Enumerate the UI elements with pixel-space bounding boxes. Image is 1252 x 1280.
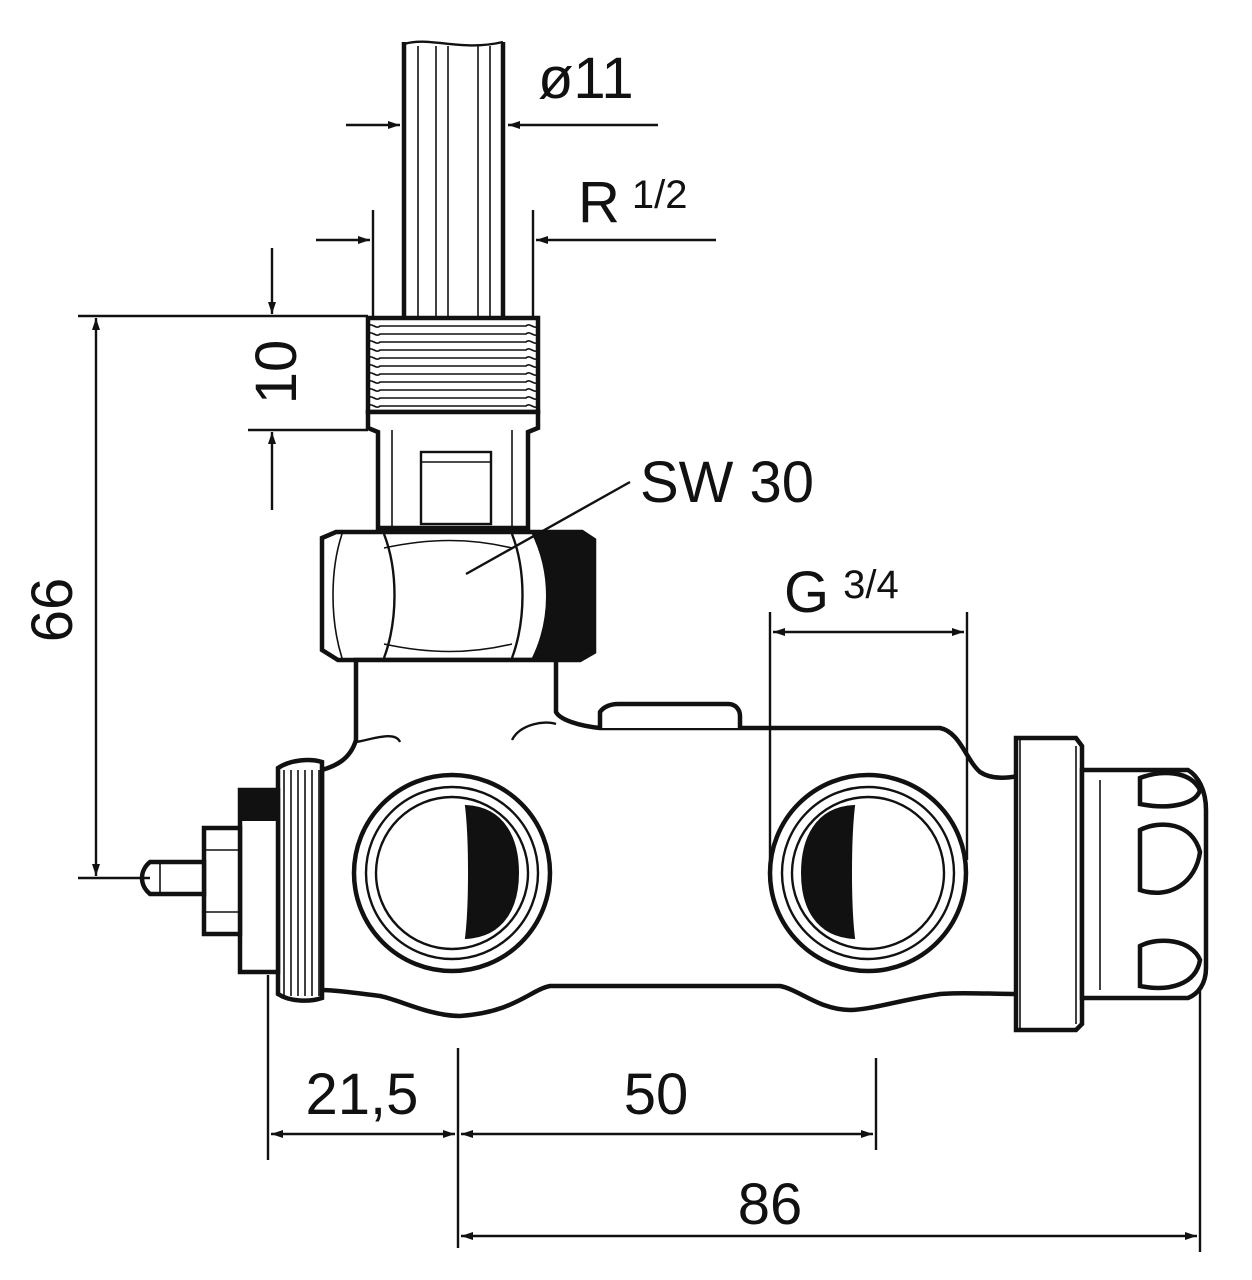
thread-line <box>367 404 539 408</box>
total-length-label: 86 <box>738 1172 803 1237</box>
right-port <box>767 772 969 974</box>
thread-r-fraction: 1/2 <box>632 173 688 217</box>
thread-length-label: 10 <box>244 340 309 405</box>
thread-line <box>367 364 539 368</box>
pipe-diameter-label: ø11 <box>538 46 634 111</box>
thread-line <box>367 356 539 360</box>
port-thread-fraction: 3/4 <box>843 563 899 607</box>
wrench-size-label: SW 30 <box>640 450 814 515</box>
hex-nut <box>319 529 597 663</box>
thread-line <box>367 388 539 392</box>
port-spacing-label: 50 <box>624 1062 689 1127</box>
right-union-nut <box>1013 735 1209 1033</box>
threaded-nipple <box>365 315 541 531</box>
dimension-lines <box>78 121 1202 1252</box>
thread-line <box>367 396 539 400</box>
thread-line <box>367 340 539 344</box>
thread-line <box>367 324 539 328</box>
valve-stem-left <box>139 757 325 1003</box>
thread-line <box>367 332 539 336</box>
pipe <box>401 40 506 318</box>
thread-line <box>367 380 539 384</box>
port-thread-letter: G <box>784 560 829 625</box>
total-height-label: 66 <box>20 578 85 643</box>
port-thread-label: G 3/4 <box>784 560 899 625</box>
thread-line <box>367 348 539 352</box>
left-port <box>351 772 553 974</box>
thread-r-label: R 1/2 <box>578 170 688 235</box>
thread-r-letter: R <box>578 170 620 235</box>
thread-line <box>367 372 539 376</box>
offset-left-label: 21,5 <box>306 1062 419 1127</box>
